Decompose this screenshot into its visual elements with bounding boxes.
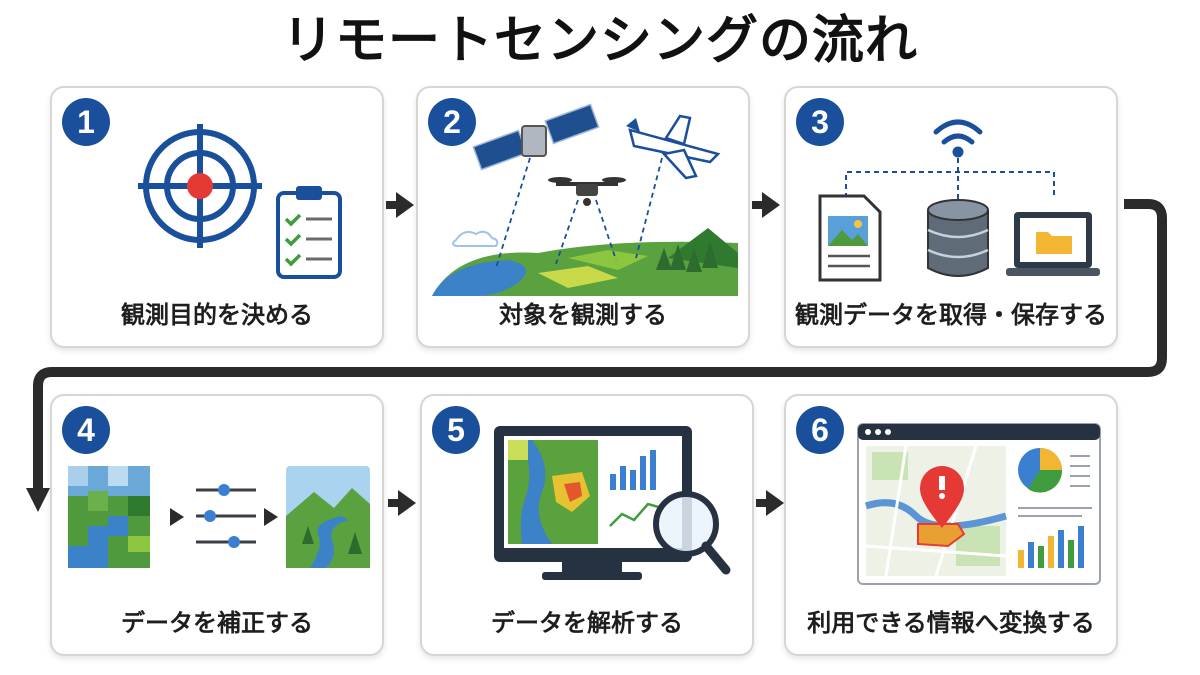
sliders-icon <box>196 484 256 548</box>
illustration <box>68 466 370 568</box>
step-card-1: 1 観測目的を決める <box>50 86 384 348</box>
step-number-badge: 4 <box>62 406 110 454</box>
step-label: 観測目的を決める <box>121 301 313 329</box>
target-icon <box>138 124 262 248</box>
airplane-icon <box>626 114 721 180</box>
step-card-2: 2 <box>416 86 750 348</box>
page-title: リモートセンシングの流れ <box>281 11 918 71</box>
step-number-badge: 2 <box>428 98 476 146</box>
landscape-icon <box>432 228 738 296</box>
satellite-icon <box>472 103 600 171</box>
illustration <box>494 426 731 580</box>
step-card-5: 5 データを解析する <box>420 394 754 656</box>
step-card-4: 4 データ <box>50 394 384 656</box>
step-label: データを解析する <box>491 609 683 637</box>
arrow-right-icon <box>386 192 414 218</box>
pie-chart-icon <box>1018 448 1090 493</box>
step-card-3: 3 観測データを取得・保存する <box>784 86 1118 348</box>
step-number-badge: 3 <box>796 98 844 146</box>
step-label: 対象を観測する <box>499 301 667 329</box>
pixelated-image-icon <box>68 466 150 568</box>
step-number-badge: 6 <box>796 406 844 454</box>
step-label: 利用できる情報へ変換する <box>807 609 1095 637</box>
arrow-right-icon <box>756 490 784 516</box>
step-card-6: 6 <box>784 394 1118 656</box>
document-icon <box>818 194 882 282</box>
arrow-right-icon <box>752 192 780 218</box>
illustration <box>432 103 738 296</box>
location-pin-icon <box>920 466 964 528</box>
database-icon <box>927 199 989 277</box>
step-label: 観測データを取得・保存する <box>795 301 1107 329</box>
magnifier-icon <box>653 491 731 575</box>
monitor-icon <box>494 426 692 580</box>
illustration <box>818 119 1100 282</box>
illustration <box>857 423 1101 585</box>
illustration <box>138 124 342 279</box>
corrected-image-icon <box>286 466 370 568</box>
bar-chart-icon <box>1018 526 1084 568</box>
drone-icon <box>548 177 626 206</box>
map-window-icon <box>857 423 1101 585</box>
step-number-badge: 1 <box>62 98 110 146</box>
step-label: データを補正する <box>121 609 313 637</box>
arrow-right-icon <box>388 490 416 516</box>
laptop-icon <box>1006 212 1100 276</box>
step-number-badge: 5 <box>432 406 480 454</box>
checklist-icon <box>276 186 342 279</box>
wifi-icon <box>933 119 983 158</box>
